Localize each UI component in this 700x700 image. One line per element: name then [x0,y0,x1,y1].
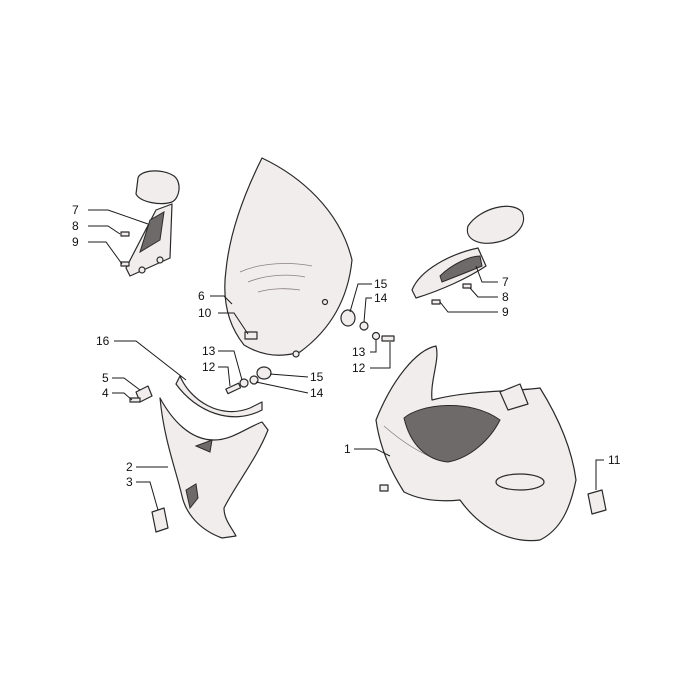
callout-16: 16 [96,334,110,348]
callout-3: 3 [126,475,133,489]
callout-15-right: 15 [374,277,388,291]
right-mirror [411,205,525,305]
left-mirror [120,170,180,277]
callout-labels: 7 8 9 7 8 9 6 10 13 12 15 14 15 14 13 12… [72,203,621,489]
front-shield-lower [159,397,269,539]
callout-12-left: 12 [202,360,216,374]
windshield-label-decal [244,331,258,340]
left-windshield-hardware [225,366,272,395]
callout-14-left: 14 [310,386,324,400]
callout-14-right: 14 [374,291,388,305]
callout-15-left: 15 [310,370,324,384]
callout-7-left: 7 [72,203,79,217]
callout-1: 1 [344,442,351,456]
leader-lines [88,209,604,511]
clip-11 [587,489,607,515]
clip-3 [151,507,169,533]
callout-12-right: 12 [352,361,366,375]
right-mirror-screw [462,283,472,289]
callout-13-right: 13 [352,345,366,359]
trim-strip [175,375,263,418]
bracket-and-screw [129,385,153,403]
right-mirror-bolt [431,299,441,305]
handlebar-cover [375,345,577,542]
right-windshield-hardware [340,309,395,342]
callout-10: 10 [198,306,212,320]
left-mirror-bolt [120,261,130,267]
callout-8-left: 8 [72,219,79,233]
callout-7-right: 7 [502,275,509,289]
left-mirror-screw [120,231,130,237]
callout-8-right: 8 [502,290,509,304]
callout-11: 11 [608,453,621,467]
windshield [224,157,353,358]
callout-4: 4 [102,386,109,400]
callout-2: 2 [126,460,133,474]
callout-5: 5 [102,371,109,385]
callout-9-right: 9 [502,305,509,319]
callout-6: 6 [198,289,205,303]
callout-9-left: 9 [72,235,79,249]
callout-13-left: 13 [202,344,216,358]
